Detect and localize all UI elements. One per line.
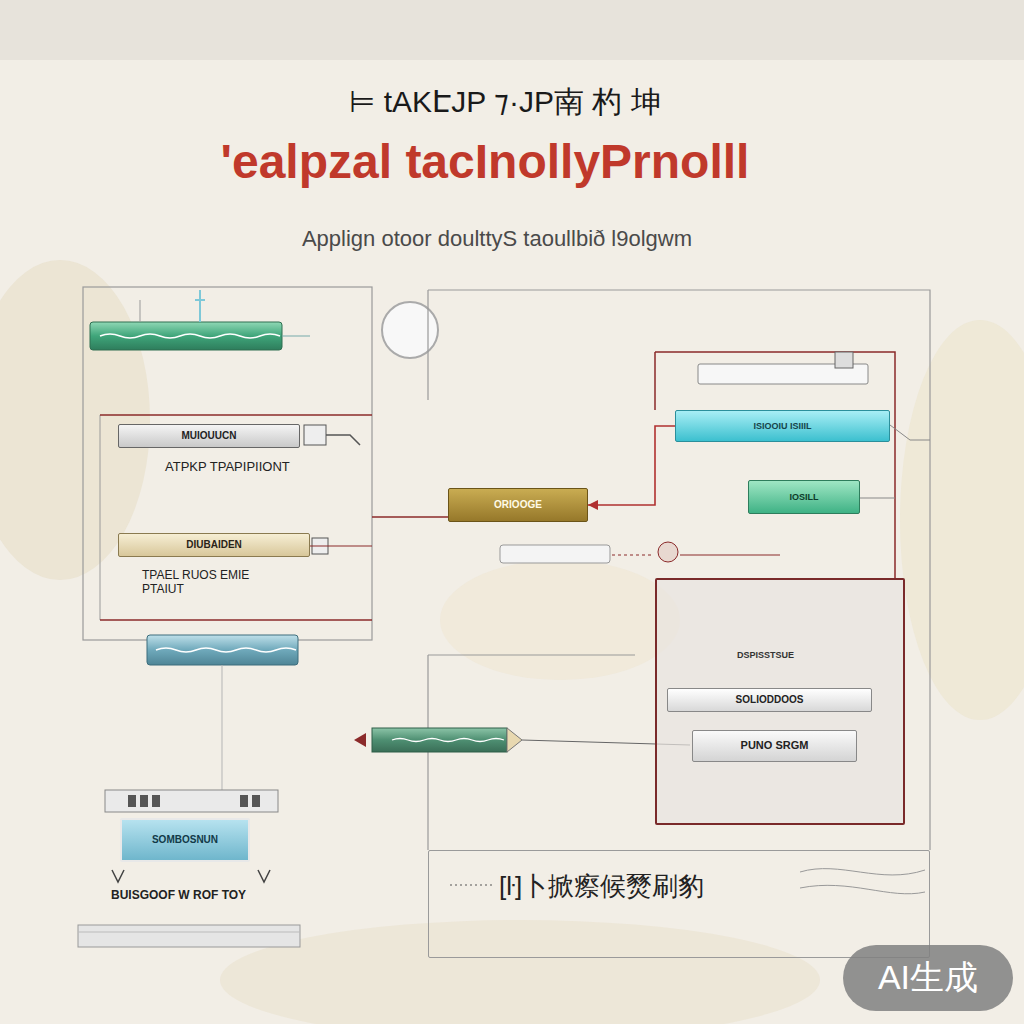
wire bbox=[612, 555, 652, 556]
wrench bbox=[326, 435, 360, 445]
node-text: DIUBAIDEN bbox=[186, 539, 242, 551]
label-bar: MUIOUUCN bbox=[118, 424, 300, 448]
subtitle-text: Applign otoor doulttyS taoullbið Ɩ9olgwm bbox=[302, 226, 692, 252]
antenna bbox=[195, 290, 205, 322]
node-text: MUIOUUCN bbox=[182, 430, 237, 442]
node-text: SOLIODDOOS bbox=[736, 694, 804, 706]
label-bar: PUNO SRGM bbox=[692, 730, 857, 762]
node-text: TPAEL RUOS EMIE PTAIUT bbox=[142, 568, 292, 597]
window bbox=[128, 795, 136, 807]
swirl bbox=[800, 869, 925, 894]
caption-box: [ŀ]卜掀瘵候燹刷豹 bbox=[428, 850, 930, 958]
red-frame bbox=[655, 352, 895, 578]
device-knob bbox=[835, 352, 853, 368]
watermark: AI生成 bbox=[843, 945, 1013, 1011]
wire bbox=[450, 885, 492, 886]
window bbox=[240, 795, 248, 807]
pencil-tip bbox=[507, 728, 522, 752]
panel-box: TPAEL RUOS EMIE PTAIUT DIUBAIDEN bbox=[100, 512, 372, 620]
roof bbox=[105, 790, 278, 812]
wire bbox=[310, 546, 372, 547]
base-line bbox=[78, 932, 300, 933]
node-text: [ŀ]卜掀瘵候燹刷豹 bbox=[499, 871, 704, 902]
stain bbox=[220, 920, 820, 1024]
label-bar: DIUBAIDEN bbox=[118, 533, 310, 557]
node-text: ISIOOIU ISIIIL bbox=[753, 421, 811, 432]
node-text: ATPKP TPAPIPIIONT bbox=[165, 459, 290, 475]
window bbox=[152, 795, 160, 807]
panel-frame bbox=[83, 287, 372, 640]
green-bar bbox=[90, 322, 282, 350]
panel-line bbox=[100, 415, 101, 620]
connector bbox=[372, 516, 448, 518]
wire bbox=[860, 498, 895, 499]
node-text: PUNO SRGM bbox=[741, 739, 809, 752]
olive-box: ORIOOGE bbox=[448, 488, 588, 522]
wire bbox=[222, 665, 223, 790]
node-text: IOSILL bbox=[790, 492, 819, 503]
wave-line bbox=[392, 739, 504, 742]
wire bbox=[890, 425, 930, 440]
pen-shape bbox=[500, 545, 610, 563]
panel-box: ATPKP TPAPIPIIONT MUIOUUCN bbox=[100, 415, 372, 512]
node-text: DSPISSTSUE bbox=[737, 650, 794, 661]
header-text: ⊨ tAKԷJP ⁊·JP南 杓 坤 bbox=[349, 82, 660, 123]
arrowhead bbox=[354, 733, 366, 747]
circle-symbol bbox=[382, 302, 438, 358]
wave-line bbox=[156, 648, 296, 652]
stain bbox=[900, 320, 1024, 720]
node-text: BUISGOOF W ROF TOY bbox=[111, 888, 246, 902]
label-bar: SOLIODDOOS bbox=[667, 688, 872, 712]
node-text: SOMBOSNUN bbox=[152, 834, 218, 846]
top-band bbox=[0, 0, 1024, 60]
connector bbox=[588, 426, 675, 505]
window bbox=[252, 795, 260, 807]
stain bbox=[0, 260, 150, 580]
pencil bbox=[372, 728, 507, 752]
blue-box: SOMBOSNUN bbox=[120, 818, 250, 862]
blue-bar bbox=[147, 635, 298, 665]
marks bbox=[112, 870, 270, 882]
panel-line bbox=[100, 414, 372, 416]
green-bar: IOSILL bbox=[748, 480, 860, 514]
wire bbox=[140, 300, 141, 322]
wire bbox=[282, 336, 310, 337]
base bbox=[78, 925, 300, 947]
frame bbox=[428, 290, 930, 850]
icon bbox=[304, 425, 326, 445]
stain bbox=[440, 560, 680, 680]
building-box: BUISGOOF W ROF TOY SOMBOSNUN bbox=[105, 812, 278, 910]
panel-box: DSPISSTSUE SOLIODDOOS PUNO SRGM bbox=[655, 578, 905, 825]
cyan-bar: ISIOOIU ISIIIL bbox=[675, 410, 890, 442]
window bbox=[140, 795, 148, 807]
wave-line bbox=[100, 334, 280, 338]
title: 'ealpzal tacInollyPrnolll bbox=[221, 134, 750, 189]
node-text: ORIOOGE bbox=[494, 499, 542, 511]
icon bbox=[658, 542, 678, 562]
panel-line bbox=[100, 619, 372, 621]
wire bbox=[680, 555, 780, 556]
